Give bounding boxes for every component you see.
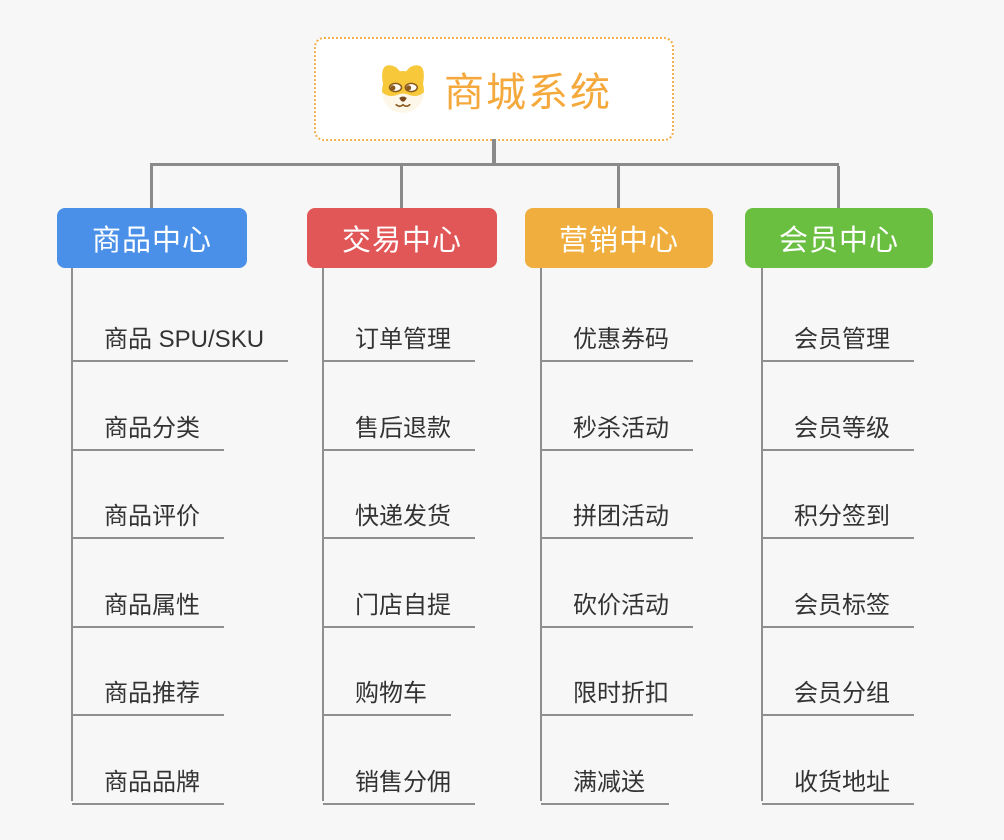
leaf-node[interactable]: 会员标签 xyxy=(762,583,914,628)
leaf-node[interactable]: 优惠券码 xyxy=(541,317,693,362)
branch-trunk-line xyxy=(322,268,324,801)
leaf-node[interactable]: 会员等级 xyxy=(762,406,914,451)
leaf-node[interactable]: 秒杀活动 xyxy=(541,406,693,451)
branch-trunk-line xyxy=(761,268,763,801)
connector-drop-members xyxy=(837,166,840,208)
leaf-node[interactable]: 销售分佣 xyxy=(323,760,475,805)
leaf-node[interactable]: 商品评价 xyxy=(72,494,224,539)
connector-root-drop xyxy=(492,139,496,165)
leaf-node[interactable]: 商品推荐 xyxy=(72,671,224,716)
connector-drop-trade xyxy=(400,166,403,208)
branch-header-products[interactable]: 商品中心 xyxy=(57,208,247,268)
connector-drop-products xyxy=(150,166,153,208)
branch-header-trade[interactable]: 交易中心 xyxy=(307,208,497,268)
leaf-node[interactable]: 满减送 xyxy=(541,760,669,805)
leaf-node[interactable]: 售后退款 xyxy=(323,406,475,451)
leaf-node[interactable]: 会员分组 xyxy=(762,671,914,716)
leaf-node[interactable]: 商品分类 xyxy=(72,406,224,451)
leaf-node[interactable]: 会员管理 xyxy=(762,317,914,362)
dog-face-icon xyxy=(382,65,424,113)
leaf-node[interactable]: 砍价活动 xyxy=(541,583,693,628)
leaf-node[interactable]: 收货地址 xyxy=(762,760,914,805)
connector-horizontal-bus xyxy=(150,163,839,166)
leaf-node[interactable]: 购物车 xyxy=(323,671,451,716)
leaf-node[interactable]: 快递发货 xyxy=(323,494,475,539)
branch-header-members[interactable]: 会员中心 xyxy=(745,208,933,268)
connector-drop-marketing xyxy=(617,166,620,208)
root-node-mall-system[interactable]: 商城系统 xyxy=(314,37,674,141)
leaf-node[interactable]: 拼团活动 xyxy=(541,494,693,539)
leaf-node[interactable]: 门店自提 xyxy=(323,583,475,628)
branch-header-marketing[interactable]: 营销中心 xyxy=(525,208,713,268)
branch-trunk-line xyxy=(71,268,73,801)
leaf-node[interactable]: 订单管理 xyxy=(323,317,475,362)
leaf-node[interactable]: 商品 SPU/SKU xyxy=(72,317,289,362)
leaf-node[interactable]: 积分签到 xyxy=(762,494,914,539)
root-title: 商城系统 xyxy=(444,71,612,115)
branch-trunk-line xyxy=(540,268,542,801)
leaf-node[interactable]: 限时折扣 xyxy=(541,671,693,716)
leaf-node[interactable]: 商品品牌 xyxy=(72,760,224,805)
leaf-node[interactable]: 商品属性 xyxy=(72,583,224,628)
